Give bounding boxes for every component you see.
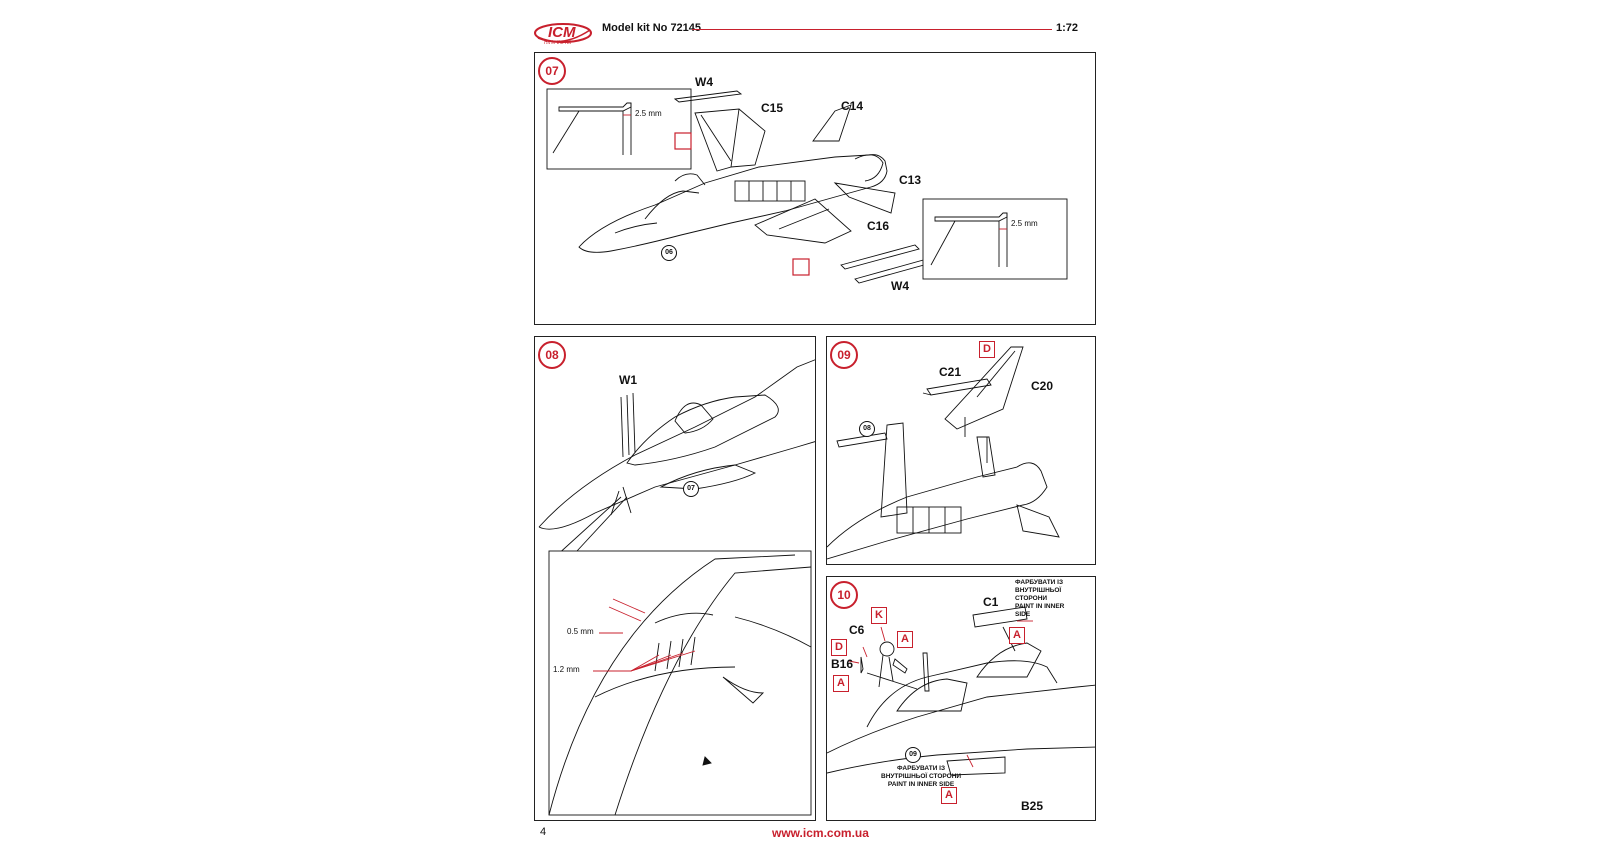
part-c6: C6 (849, 623, 865, 637)
website-link[interactable]: www.icm.com.ua (772, 826, 869, 840)
step-09-panel: 09 D C21 C20 08 (826, 336, 1096, 565)
step07-ref: 06 (661, 245, 677, 261)
detail-box-right (922, 198, 1068, 280)
step-09-number: 09 (830, 341, 858, 369)
icm-logo: ICM Hit in the Kit (532, 20, 594, 50)
part-w4-top: W4 (695, 75, 713, 89)
note-inner-side-bottom: ФАРБУВАТИ ІЗ ВНУТРІШНЬОЇ СТОРОНИ PAINT I… (881, 765, 962, 788)
paint-a-box-1: A (897, 631, 913, 648)
paint-a-box-4: A (941, 787, 957, 804)
part-c20: C20 (1031, 379, 1054, 393)
paint-d-box: D (979, 341, 995, 358)
step09-ref: 08 (859, 421, 875, 437)
step07-dim-left: 2.5 mm (635, 109, 662, 118)
step-09-drawing (827, 346, 1060, 560)
page-number: 4 (540, 826, 547, 838)
part-c13: C13 (899, 173, 922, 187)
step-08-drawing (538, 359, 815, 816)
detail-box-left (546, 88, 692, 170)
step-10-number: 10 (830, 581, 858, 609)
step08-ref: 07 (683, 481, 699, 497)
part-w1: W1 (619, 373, 637, 387)
part-b16: B16 (831, 657, 854, 671)
kit-scale: 1:72 (1056, 22, 1079, 34)
step-08-panel: 08 (534, 336, 816, 821)
step-08-number: 08 (538, 341, 566, 369)
icm-logo-graphic (534, 23, 592, 43)
step08-dim-small: 0.5 mm (567, 627, 594, 636)
step-07-drawing (546, 88, 1068, 284)
paint-k-box: K (871, 607, 887, 624)
part-c16: C16 (867, 219, 890, 233)
part-b25: B25 (1021, 799, 1044, 813)
paint-d-box-10: D (831, 639, 847, 656)
brand-name: ICM (548, 24, 576, 41)
part-c1: C1 (983, 595, 999, 609)
step-10-drawing (827, 606, 1095, 776)
step07-dim-right: 2.5 mm (1011, 219, 1038, 228)
kit-number: Model kit No 72145 (602, 22, 702, 34)
header-rule (692, 29, 1052, 30)
step10-ref: 09 (905, 747, 921, 763)
step08-dim-large: 1.2 mm (553, 665, 580, 674)
paint-a-box-2: A (833, 675, 849, 692)
brand-tagline: Hit in the Kit (544, 40, 571, 46)
part-w4-bottom: W4 (891, 279, 909, 293)
step-07-panel: 07 (534, 52, 1096, 325)
paint-a-box-3: A (1009, 627, 1025, 644)
step-10-panel: 10 C1 C6 B16 B25 K A (826, 576, 1096, 821)
step-07-number: 07 (538, 57, 566, 85)
part-c21: C21 (939, 365, 962, 379)
part-c15: C15 (761, 101, 784, 115)
part-c14: C14 (841, 99, 864, 113)
note-inner-side-top: ФАРБУВАТИ ІЗ ВНУТРІШНЬОЇ СТОРОНИ PAINT I… (1015, 579, 1065, 618)
